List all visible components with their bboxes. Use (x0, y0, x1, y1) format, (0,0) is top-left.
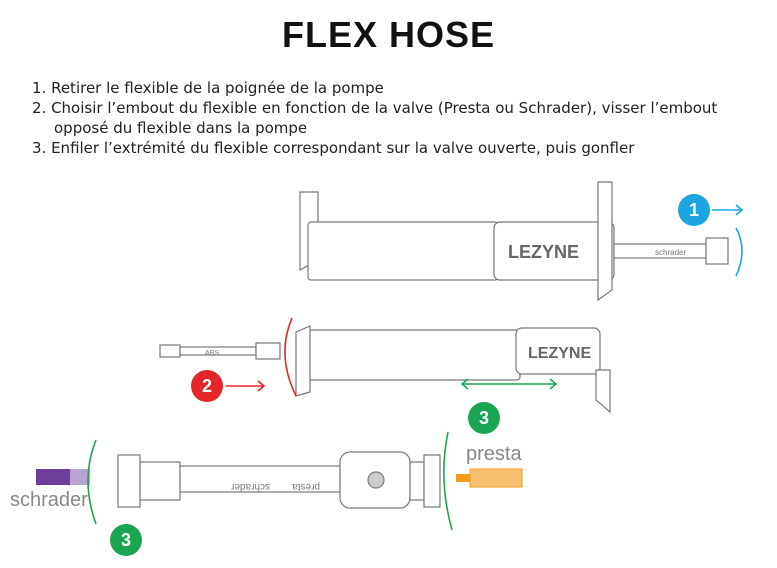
schrader-valve-label: schrader (10, 489, 88, 511)
flex-hose (117, 451, 441, 509)
step-badge-2-label: 2 (202, 376, 212, 396)
step-2-continued: opposé du flexible dans la pompe (54, 119, 308, 137)
step-badge-1 (678, 194, 710, 226)
page-title: FLEX HOSE (281, 14, 496, 55)
step-badge-3a-label: 3 (479, 408, 489, 428)
lezyne-logo-2: LEZYNE (528, 345, 591, 362)
schrader-valve-thread (70, 469, 90, 485)
arrow-right-red-icon (226, 380, 266, 392)
hose-label-presta: presta (292, 481, 320, 492)
rotate-arrow-green-left-icon (87, 439, 97, 525)
hose-label-pump: schrader (655, 248, 686, 257)
step-3: 3. Enfiler l’extrémité du flexible corre… (32, 139, 635, 157)
step-badge-3b (110, 524, 142, 556)
schrader-valve (36, 469, 70, 485)
pump-hose-removed (159, 325, 611, 414)
rotate-arrow-red-icon (284, 317, 297, 397)
pump-assembled (299, 181, 729, 302)
arrow-right-blue-icon (712, 204, 744, 216)
rotate-arrow-green-right-icon (443, 431, 453, 531)
step-1: 1. Retirer le flexible de la poignée de … (32, 79, 384, 97)
rotate-arrow-blue-icon (735, 227, 743, 277)
step-badge-3b-label: 3 (121, 530, 131, 550)
step-badge-3a (468, 402, 500, 434)
hose-label-schrader: schrader (230, 481, 270, 492)
presta-valve-thread (469, 468, 523, 488)
lezyne-logo-1: LEZYNE (508, 242, 579, 262)
double-arrow-green-icon (460, 378, 558, 390)
hose-tag: ABS (205, 350, 219, 357)
instruction-list: 1. Retirer le flexible de la poignée de … (32, 78, 717, 158)
presta-valve (456, 474, 470, 482)
step-badge-1-label: 1 (689, 200, 699, 220)
presta-valve-label: presta (466, 443, 522, 465)
step-badge-2 (191, 370, 223, 402)
step-2: 2. Choisir l’embout du flexible en fonct… (32, 99, 718, 117)
